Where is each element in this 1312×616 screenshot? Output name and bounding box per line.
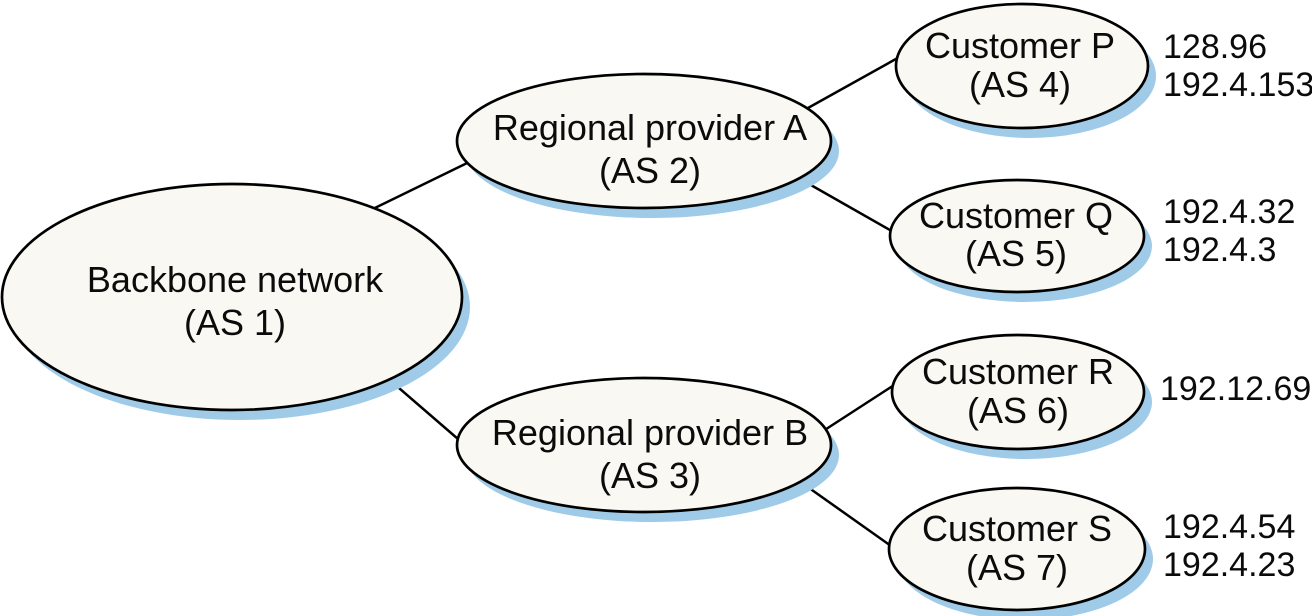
address-customer-q-2: 192.4.3	[1163, 231, 1276, 269]
address-customer-p-1: 128.96	[1163, 28, 1267, 66]
address-list-customer-s: 192.4.54 192.4.23	[1163, 508, 1295, 584]
address-customer-s-1: 192.4.54	[1163, 508, 1295, 546]
address-customer-r-1: 192.12.69	[1160, 370, 1311, 408]
node-backbone-label: Backbone network	[87, 259, 384, 300]
node-backbone-as-label: (AS 1)	[184, 302, 286, 343]
node-regional-b-label: Regional provider B	[492, 412, 808, 453]
node-customer-p-as-label: (AS 4)	[969, 64, 1071, 105]
node-regional-a-ellipse	[455, 72, 833, 210]
node-customer-r-ellipse	[890, 333, 1146, 451]
node-regional-b: Regional provider B (AS 3)	[455, 376, 839, 522]
address-customer-p-2: 192.4.153	[1163, 66, 1312, 104]
node-backbone-ellipse	[0, 182, 464, 412]
address-list-customer-p: 128.96 192.4.153	[1163, 28, 1312, 104]
node-backbone: Backbone network (AS 1)	[0, 182, 470, 420]
node-customer-q: Customer Q (AS 5)	[888, 178, 1152, 302]
node-customer-r-as-label: (AS 6)	[967, 390, 1069, 431]
address-customer-s-2: 192.4.23	[1163, 546, 1295, 584]
node-customer-s-as-label: (AS 7)	[966, 547, 1068, 588]
node-regional-a: Regional provider A (AS 2)	[455, 72, 839, 218]
address-list-customer-r: 192.12.69	[1160, 370, 1311, 408]
node-customer-r: Customer R (AS 6)	[890, 333, 1152, 459]
node-customer-p-label: Customer P	[925, 25, 1115, 66]
address-customer-q-1: 192.4.32	[1163, 193, 1295, 231]
node-regional-b-ellipse	[455, 376, 833, 514]
node-customer-r-label: Customer R	[922, 351, 1114, 392]
node-customer-s: Customer S (AS 7)	[887, 486, 1153, 616]
node-customer-q-label: Customer Q	[919, 195, 1113, 236]
node-customer-p-ellipse	[894, 2, 1150, 130]
node-customer-s-ellipse	[887, 486, 1147, 612]
node-regional-a-label: Regional provider A	[493, 107, 807, 148]
node-regional-a-as-label: (AS 2)	[599, 150, 701, 191]
node-regional-b-as-label: (AS 3)	[599, 455, 701, 496]
node-customer-p: Customer P (AS 4)	[894, 2, 1156, 138]
address-list-customer-q: 192.4.32 192.4.3	[1163, 193, 1295, 269]
node-customer-s-label: Customer S	[922, 508, 1112, 549]
node-customer-q-as-label: (AS 5)	[965, 233, 1067, 274]
node-customer-q-ellipse	[888, 178, 1146, 294]
